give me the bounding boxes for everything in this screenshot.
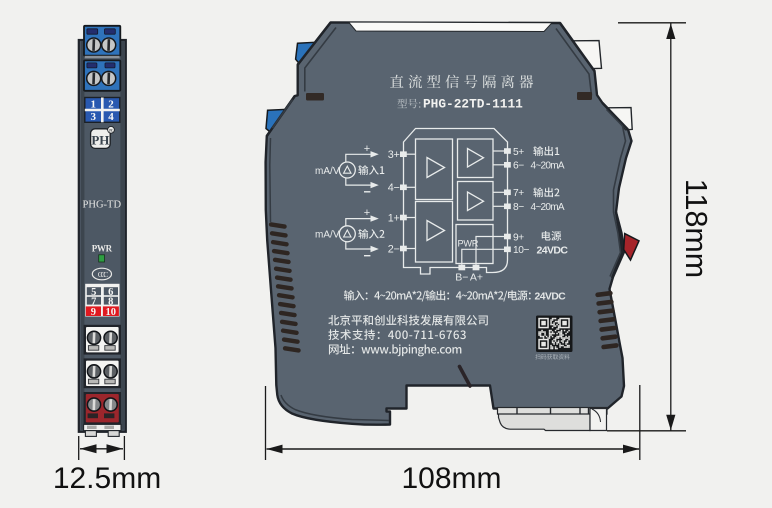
svg-text:A+: A+ [470,272,483,284]
svg-text:6: 6 [108,287,113,298]
svg-text:mA/V: mA/V [315,166,340,177]
svg-text:R: R [109,128,113,134]
svg-text:10: 10 [106,307,117,318]
svg-text:4~20mA: 4~20mA [531,160,565,171]
svg-text:PH: PH [91,133,109,148]
svg-text:mA/V: mA/V [315,230,340,241]
svg-text:4~20mA: 4~20mA [531,202,565,213]
svg-text:9: 9 [91,307,96,318]
svg-text:9+: 9+ [513,232,524,243]
svg-text:4: 4 [108,111,114,123]
svg-text:PWR: PWR [92,243,113,253]
svg-text:8−: 8− [513,202,524,213]
svg-text:12.5mm: 12.5mm [53,462,161,495]
svg-text:3+: 3+ [388,149,400,161]
svg-text:PHG-22TD-1111: PHG-22TD-1111 [423,97,523,112]
svg-text:+: + [364,207,370,219]
svg-text:118mm: 118mm [679,179,713,278]
svg-text:4−: 4− [388,182,400,194]
svg-text:7: 7 [91,297,96,308]
svg-text:24VDC: 24VDC [535,292,567,303]
svg-text:B−: B− [455,272,468,284]
svg-text:108mm: 108mm [401,462,501,495]
svg-text:5+: 5+ [513,147,524,158]
svg-text:6−: 6− [513,161,524,172]
svg-text:PHG-TD: PHG-TD [83,199,122,210]
svg-text:2−: 2− [388,243,400,255]
svg-text:5: 5 [91,287,96,298]
svg-text:3: 3 [91,111,97,123]
svg-text:+: + [364,143,370,155]
svg-text:24VDC: 24VDC [537,244,569,256]
svg-text:2: 2 [108,99,114,111]
svg-text:7+: 7+ [513,188,524,199]
svg-text:PWR: PWR [458,239,479,249]
svg-text:1+: 1+ [388,212,400,224]
svg-text:1: 1 [91,99,97,111]
svg-text:CCC: CCC [98,270,109,279]
svg-text:8: 8 [108,297,113,308]
svg-text:10−: 10− [513,245,530,256]
